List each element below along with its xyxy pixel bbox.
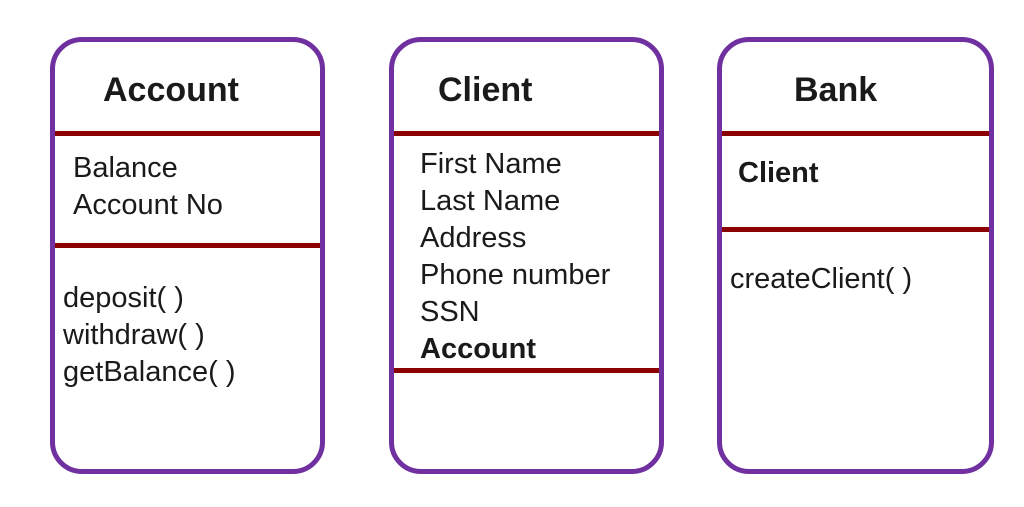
attributes-section-bank: Client [722, 136, 989, 232]
attribute-client-ref: Client [738, 157, 819, 189]
method-deposit: deposit( ) [63, 282, 184, 314]
method-getbalance: getBalance( ) [63, 356, 236, 388]
attribute-account-no: Account No [73, 189, 223, 221]
attribute-phone-number: Phone number [420, 259, 611, 291]
class-box-bank: Bank Client createClient( ) [717, 37, 994, 474]
method-createclient: createClient( ) [730, 263, 913, 295]
class-title-bank: Bank [794, 71, 878, 109]
class-box-client: Client First Name Last Name Address Phon… [389, 37, 664, 474]
methods-section-client-empty [394, 373, 659, 469]
methods-section-account: deposit( ) withdraw( ) getBalance( ) [55, 248, 320, 469]
class-title-section: Bank [722, 42, 989, 136]
attribute-balance: Balance [73, 152, 178, 184]
methods-section-bank: createClient( ) [722, 232, 989, 469]
class-title-account: Account [103, 71, 239, 109]
class-title-section: Account [55, 42, 320, 136]
method-withdraw: withdraw( ) [63, 319, 205, 351]
attribute-ssn: SSN [420, 296, 480, 328]
attributes-section-account: Balance Account No [55, 136, 320, 248]
attribute-account-ref: Account [420, 333, 536, 365]
attribute-first-name: First Name [420, 148, 562, 180]
attributes-section-client: First Name Last Name Address Phone numbe… [394, 136, 659, 373]
attribute-last-name: Last Name [420, 185, 561, 217]
attribute-address: Address [420, 222, 527, 254]
class-title-section: Client [394, 42, 659, 136]
class-title-client: Client [438, 71, 533, 109]
class-box-account: Account Balance Account No deposit( ) wi… [50, 37, 325, 474]
